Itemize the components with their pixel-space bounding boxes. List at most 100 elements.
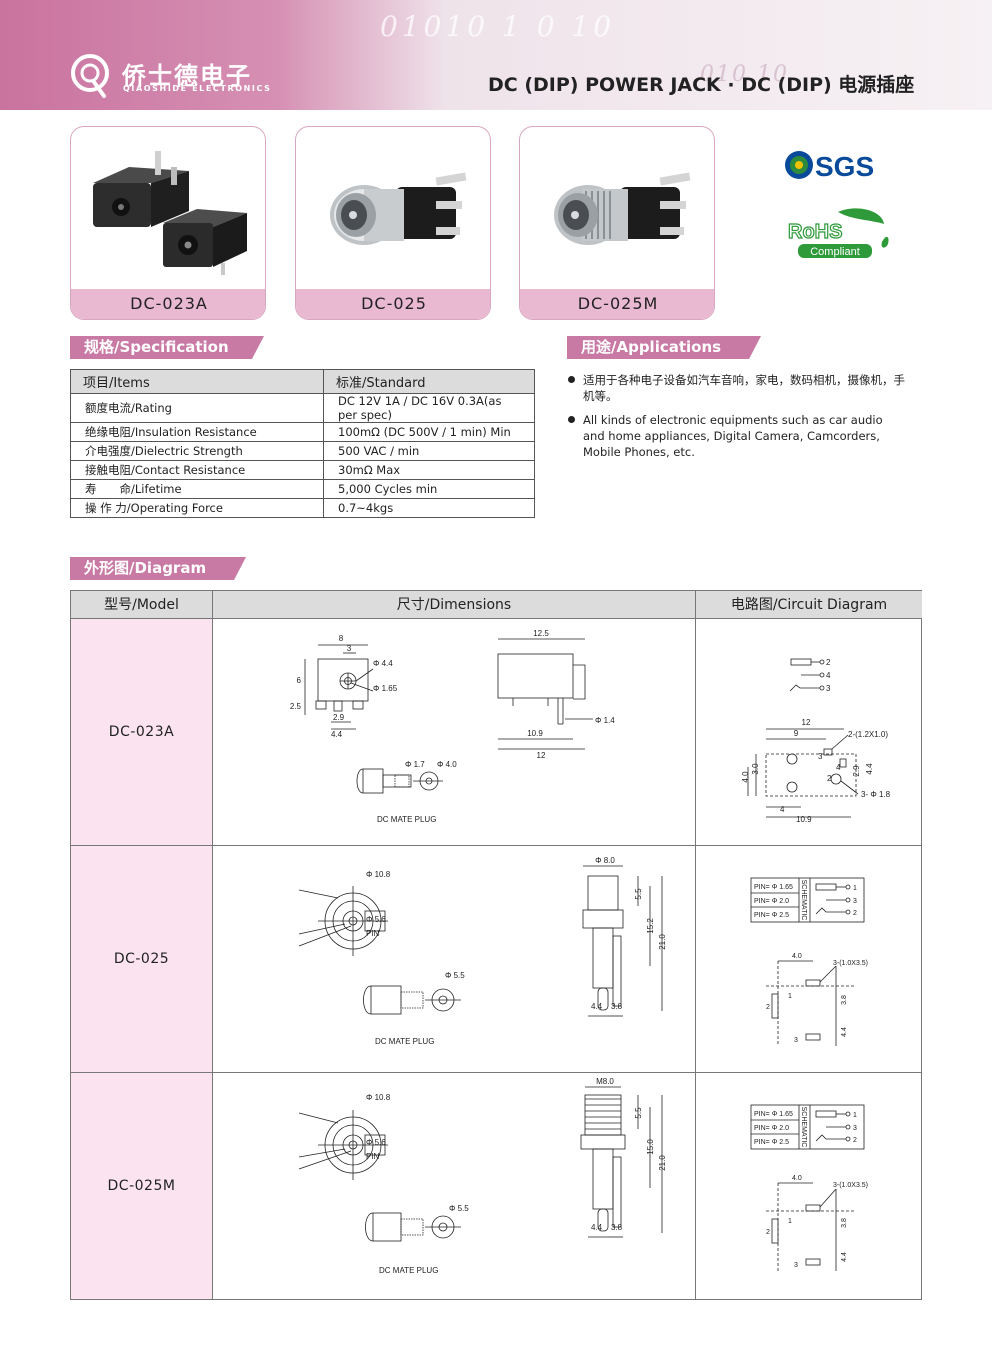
dim-label: Φ 1.4 (595, 716, 615, 725)
pin-table-cell: PIN= Φ 1.65 (754, 884, 793, 891)
dim-label: 2-(1.2X1.0) (848, 730, 888, 739)
pin-label: 4 (826, 671, 831, 680)
dim-label: 5.5 (634, 888, 643, 900)
pin-label: 2 (766, 1229, 770, 1236)
schematic-label: SCHEMATIC (800, 1107, 807, 1148)
applications-title: 用途/Applications (567, 336, 761, 359)
brand-name-en: QIAOSHIDE ELECTRONICS (123, 84, 272, 93)
dim-label: 10.9 (527, 729, 543, 738)
dim-label: 4.4 (331, 730, 343, 739)
dc023a-photo-icon (93, 151, 247, 275)
dc025m-dimension-drawing: Φ 10.8 Φ 5.6 PIN M8.0 5.5 15.0 21.0 4.4 … (298, 1077, 667, 1275)
pin-label: 3 (853, 1125, 857, 1132)
rohs-logo-icon: RoHS Compliant (787, 208, 889, 258)
mate-plug-label: DC MATE PLUG (377, 815, 436, 824)
dim-label: 2.9 (852, 765, 861, 777)
model-cell-dc025m: DC-025M (71, 1073, 213, 1299)
dim-label: Φ 5.5 (445, 971, 465, 980)
spec-value: 100mΩ (DC 500V / 1 min) Min (323, 422, 535, 442)
dim-label: Φ 5.6 (366, 915, 386, 924)
pin-table-cell: PIN= Φ 2.5 (754, 1139, 789, 1146)
brand-name-cn: 侨士德电子 (122, 62, 252, 90)
dimensions-cell-dc023a: 8 3 Φ 4.4 Φ 1.65 6 2.5 2.9 4.4 12.5 10.9… (213, 619, 696, 846)
page-title: DC (DIP) POWER JACK · DC (DIP) 电源插座 (488, 74, 915, 96)
dim-label: Φ 1.65 (373, 684, 398, 693)
pin-label: 2 (766, 1004, 770, 1011)
pin-label: 3 (853, 898, 857, 905)
dim-label: 4.4 (591, 1002, 603, 1011)
pin-label: PIN (366, 1152, 380, 1161)
circuit-cell-dc023a: 2 4 3 12 9 2-(1.2X1.0) 3 4 2 4.0 3.0 2.9… (696, 619, 922, 846)
rohs-compliant-text: Compliant (810, 246, 860, 258)
dim-label: 3.8 (841, 1218, 848, 1228)
dim-label: 21.0 (658, 934, 667, 950)
dc023a-dimension-drawing: 8 3 Φ 4.4 Φ 1.65 6 2.5 2.9 4.4 12.5 10.9… (290, 629, 615, 824)
dim-label: Φ 8.0 (595, 856, 615, 865)
dim-label: Φ 5.5 (449, 1204, 469, 1213)
pin-table-cell: PIN= Φ 1.65 (754, 1111, 793, 1118)
dc025-dimension-drawing: Φ 10.8 Φ 5.6 PIN Φ 8.0 5.5 15.2 21.0 4.4… (298, 856, 667, 1046)
pin-label: 1 (788, 1218, 792, 1225)
diagram-header-model: 型号/Model (71, 591, 213, 619)
dim-label: Φ 1.7 (405, 760, 425, 769)
spec-value: 5,000 Cycles min (323, 479, 535, 499)
dimensions-cell-dc025m: Φ 10.8 Φ 5.6 PIN M8.0 5.5 15.0 21.0 4.4 … (213, 1073, 696, 1299)
specification-title: 规格/Specification (70, 336, 264, 359)
dim-label: 3 (818, 752, 823, 761)
dim-label: 15.2 (646, 918, 655, 934)
dim-label: 8 (339, 634, 344, 643)
brand-logo-icon (71, 54, 109, 98)
dimensions-cell-dc025: Φ 10.8 Φ 5.6 PIN Φ 8.0 5.5 15.2 21.0 4.4… (213, 846, 696, 1073)
dim-label: 3.8 (611, 1002, 623, 1011)
dim-label: 3.8 (841, 995, 848, 1005)
dim-label: 3-(1.0X3.5) (833, 1182, 868, 1189)
dc025m-circuit-drawing: PIN= Φ 1.65 PIN= Φ 2.0 PIN= Φ 2.5 SCHEMA… (750, 1104, 868, 1273)
pin-table-cell: PIN= Φ 2.0 (754, 898, 789, 905)
spec-header-row: 项目/Items 标准/Standard (70, 369, 535, 394)
list-item: 适用于各种电子设备如汽车音响，家电，数码相机，摄像机，手机等。 (567, 372, 907, 404)
pin-label: 2 (853, 1137, 857, 1144)
product-label: DC-025M (520, 289, 714, 319)
spec-value: DC 12V 1A / DC 16V 0.3A(as per spec) (323, 393, 535, 423)
model-cell-dc023a: DC-023A (71, 619, 213, 846)
mate-plug-label: DC MATE PLUG (375, 1037, 434, 1046)
pin-label: 3 (826, 684, 831, 693)
circuit-cell-dc025m: PIN= Φ 1.65 PIN= Φ 2.0 PIN= Φ 2.5 SCHEMA… (696, 1073, 922, 1299)
dim-label: 3- Φ 1.8 (861, 790, 891, 799)
dim-label: 4.4 (841, 1252, 848, 1262)
dim-label: Φ 10.8 (366, 870, 391, 879)
spec-header-standard: 标准/Standard (323, 369, 535, 394)
dim-label: M8.0 (596, 1077, 614, 1086)
spec-value: 0.7~4kgs (323, 498, 535, 518)
dim-label: 3.0 (751, 763, 760, 775)
dim-label: 15.0 (646, 1139, 655, 1155)
header-banner: 01010 1 0 10 010 10 侨士德电子 QIAOSHIDE ELEC… (0, 0, 992, 110)
applications-list: 适用于各种电子设备如汽车音响，家电，数码相机，摄像机，手机等。 All kind… (567, 372, 907, 468)
dim-label: 10.9 (796, 815, 812, 824)
dim-label: 4.4 (841, 1027, 848, 1037)
dim-label: 2 (827, 774, 832, 783)
rohs-text: RoHS (788, 221, 842, 243)
spec-item: 绝缘电阻/Insulation Resistance (70, 422, 324, 442)
product-card-dc023a: DC-023A (70, 126, 266, 320)
spec-item: 接触电阻/Contact Resistance (70, 460, 324, 480)
spec-value: 500 VAC / min (323, 441, 535, 461)
dim-label: 4.4 (591, 1223, 603, 1232)
dim-label: 6 (297, 676, 302, 685)
dim-label: 4.0 (792, 953, 802, 960)
dim-label: 4 (780, 805, 785, 814)
dim-label: 9 (794, 729, 799, 738)
dc025-circuit-drawing: PIN= Φ 1.65 PIN= Φ 2.0 PIN= Φ 2.5 SCHEMA… (750, 877, 868, 1046)
dim-label: 4.4 (865, 763, 874, 775)
list-item: All kinds of electronic equipments such … (567, 412, 907, 460)
dim-label: 4.0 (792, 1175, 802, 1182)
diagram-header-dimensions: 尺寸/Dimensions (213, 591, 696, 619)
binary-decoration-2: 010 10 (700, 62, 789, 87)
spec-item: 额度电流/Rating (70, 393, 324, 423)
spec-value: 30mΩ Max (323, 460, 535, 480)
diagram-header-circuit: 电路图/Circuit Diagram (696, 591, 922, 619)
pin-label: PIN (366, 929, 380, 938)
